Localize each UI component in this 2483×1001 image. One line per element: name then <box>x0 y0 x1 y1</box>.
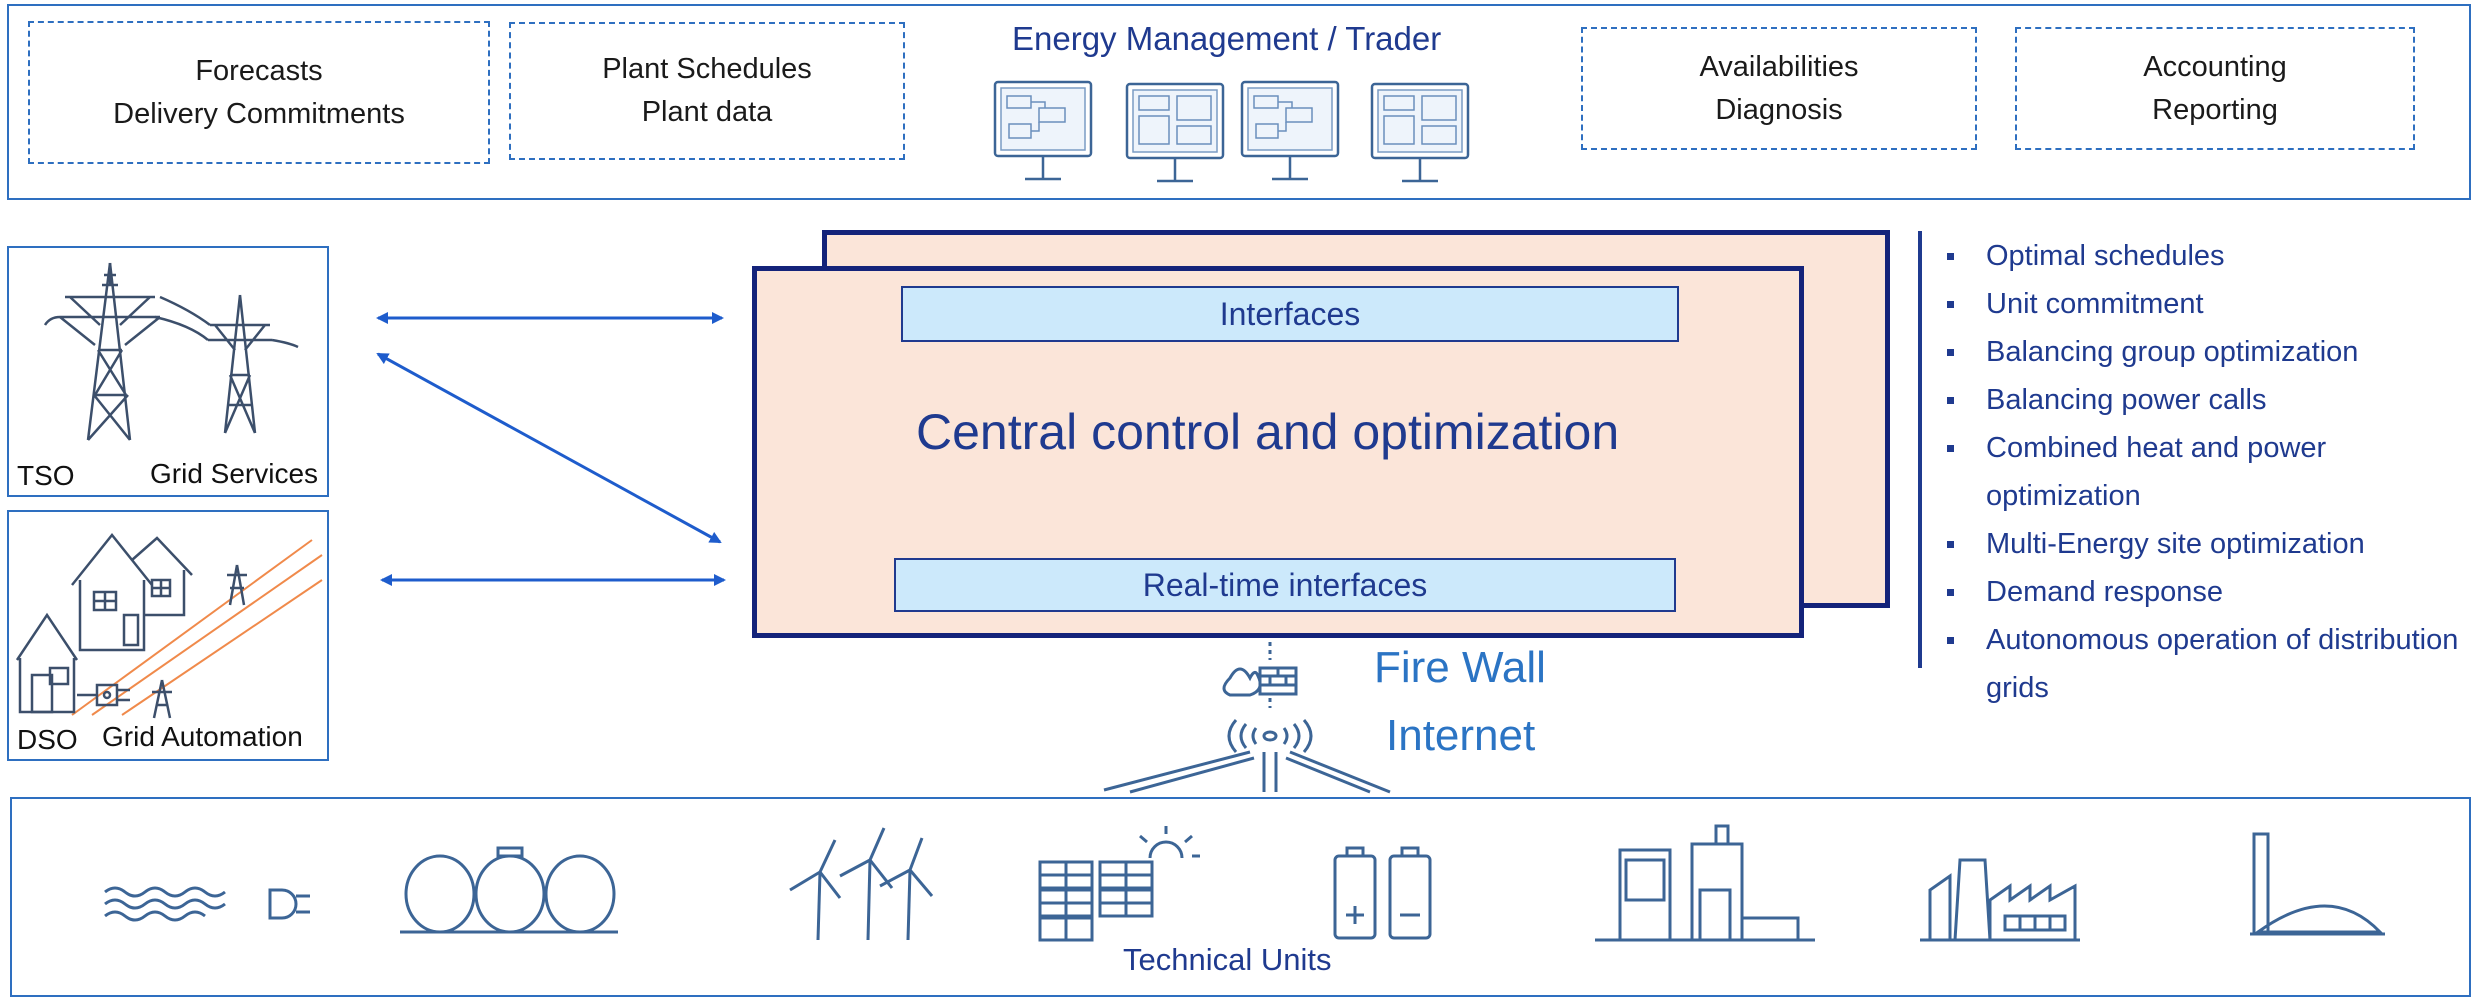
technical-units-label: Technical Units <box>1123 942 1332 977</box>
availabilities-box: Availabilities Diagnosis <box>1581 27 1977 150</box>
internet-label: Internet <box>1386 711 1536 760</box>
grid-automation-label: Grid Automation <box>102 721 303 752</box>
firewall-internet-links <box>1103 642 1391 794</box>
grid-services-label: Grid Services <box>150 458 319 489</box>
solar-panels-icon <box>1038 826 1200 942</box>
technical-units-icons <box>104 824 2385 942</box>
feature-item: Optimal schedules <box>1944 232 2483 280</box>
feature-item-text: Combined heat and power optimization <box>1986 432 2327 512</box>
forecasts-box: Forecasts Delivery Commitments <box>28 21 490 164</box>
hydro-plug-icon <box>104 886 310 922</box>
tso-panel <box>7 246 329 497</box>
monitor-icon <box>1370 82 1470 183</box>
biogas-plant-icon <box>2250 832 2385 936</box>
energy-management-title: Energy Management / Trader <box>1012 20 1442 57</box>
monitor-icon <box>1240 80 1340 181</box>
feature-list-divider <box>1918 231 1922 668</box>
feature-list: Optimal schedules Unit commitment Balanc… <box>1944 232 2483 712</box>
delivery-commitments-label: Delivery Commitments <box>113 97 405 130</box>
realtime-interfaces-bar: Real-time interfaces <box>894 558 1676 612</box>
feature-item: Balancing group optimization <box>1944 328 2483 376</box>
dso-label: DSO <box>17 724 78 755</box>
industrial-plant-icon <box>1595 824 1815 942</box>
interfaces-bar: Interfaces <box>901 286 1679 342</box>
forecasts-label: Forecasts <box>195 54 323 87</box>
feature-item: Unit commitment <box>1944 280 2483 328</box>
tso-diagonal-arrow <box>376 352 722 544</box>
transmission-tower-icon <box>43 262 299 441</box>
accounting-label: Accounting <box>2143 50 2287 83</box>
feature-item-text: Autonomous operation of distribution gri… <box>1986 624 2459 704</box>
monitor-icons <box>993 80 1470 183</box>
accounting-box: Accounting Reporting <box>2015 27 2415 150</box>
feature-item: Balancing power calls <box>1944 376 2483 424</box>
feature-item: Multi-Energy site optimization <box>1944 520 2483 568</box>
power-plant-icon <box>1920 858 2080 942</box>
energy-management-panel <box>7 4 2471 200</box>
technical-units-panel <box>10 797 2471 997</box>
firewall-label: Fire Wall <box>1374 643 1546 692</box>
plant-data-label: Plant data <box>641 96 773 128</box>
plant-schedules-box: Plant Schedules Plant data <box>509 22 905 160</box>
monitor-icon <box>1125 82 1225 183</box>
houses-grid-icon <box>15 532 323 719</box>
feature-item: Combined heat and power optimization <box>1944 424 2483 520</box>
gas-storage-tanks-icon <box>400 846 618 934</box>
battery-icon <box>1333 846 1432 940</box>
central-control-title: Central control and optimization <box>916 404 1620 460</box>
plant-schedules-label: Plant Schedules <box>602 53 812 85</box>
reporting-label: Reporting <box>2152 93 2278 126</box>
tso-label: TSO <box>17 460 75 491</box>
availabilities-label: Availabilities <box>1699 50 1859 83</box>
monitor-icon <box>993 80 1093 181</box>
diagnosis-label: Diagnosis <box>1715 93 1843 126</box>
feature-item: Demand response <box>1944 568 2483 616</box>
wind-turbines-icon <box>789 827 934 941</box>
feature-item: Autonomous operation of distribution gri… <box>1944 616 2483 712</box>
